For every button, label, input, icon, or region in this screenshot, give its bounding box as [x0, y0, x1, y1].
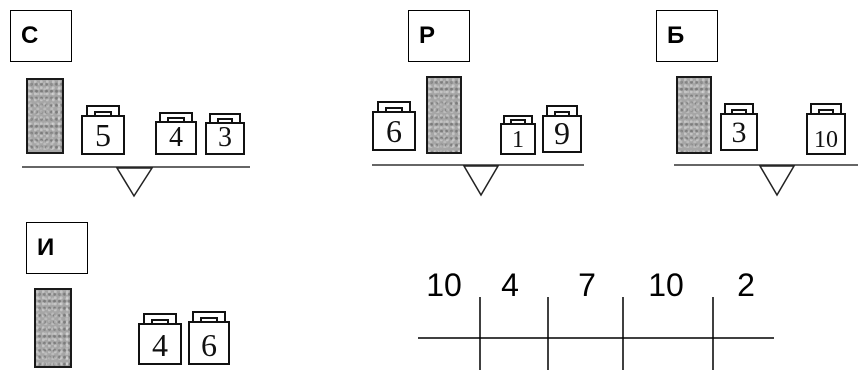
weight-value: 1: [512, 127, 524, 153]
weight-s-left-1: 5: [79, 102, 127, 156]
weight-r-right-1: 1: [498, 112, 538, 156]
weight-value: 6: [386, 113, 402, 149]
answer-cell-5: 2: [737, 267, 755, 303]
answer-table-grid: [418, 297, 774, 370]
weight-value: 9: [554, 115, 570, 151]
weight-value: 4: [169, 122, 183, 153]
panel-label-r: Р: [408, 10, 470, 62]
weight-icon: [188, 311, 230, 365]
weight-icon: [81, 105, 125, 155]
answer-cell-2: 4: [501, 267, 519, 303]
weight-s-right-1: 4: [153, 109, 199, 156]
weight-icon: [205, 113, 245, 155]
weight-r-left-1: 6: [370, 98, 418, 152]
panel-letter-i: И: [37, 234, 55, 261]
balance-beam-b: [674, 158, 860, 200]
weight-icon: [372, 101, 416, 151]
weight-icon: [500, 115, 536, 155]
weight-value: 3: [218, 122, 232, 153]
weight-value: 6: [201, 327, 217, 363]
weight-icon: [138, 313, 182, 365]
unknown-block-s: [26, 78, 64, 154]
weight-b-right-1: 10: [804, 100, 848, 156]
weight-s-right-2: 3: [203, 110, 247, 156]
unknown-block-i: [34, 288, 72, 368]
balance-beam-r: [372, 158, 586, 200]
weight-r-right-2: 9: [540, 102, 584, 154]
panel-letter-r: Р: [419, 22, 436, 49]
panel-letter-b: Б: [667, 22, 685, 49]
panel-letter-s: С: [21, 22, 39, 49]
balance-beam-s: [22, 160, 252, 200]
unknown-block-r: [426, 76, 462, 154]
weight-value: 10: [814, 127, 838, 153]
weight-value: 5: [95, 117, 111, 153]
answer-table: 10 4 7 10 2: [418, 265, 778, 370]
answer-cell-3: 7: [578, 267, 596, 303]
weight-icon: [720, 103, 758, 151]
unknown-block-b: [676, 76, 712, 154]
weight-icon: [806, 103, 846, 155]
panel-label-i: И: [26, 222, 88, 274]
panel-label-b: Б: [656, 10, 718, 62]
weight-i-right-2: 6: [186, 308, 232, 366]
answer-cell-1: 10: [426, 267, 462, 303]
weight-icon: [155, 112, 197, 155]
weight-b-left-1: 3: [718, 100, 760, 152]
weight-icon: [542, 105, 582, 153]
panel-label-s: С: [10, 10, 72, 62]
weight-value: 3: [731, 116, 747, 149]
answer-cell-4: 10: [648, 267, 684, 303]
weight-i-right-1: 4: [136, 310, 184, 366]
weight-value: 4: [152, 327, 168, 363]
